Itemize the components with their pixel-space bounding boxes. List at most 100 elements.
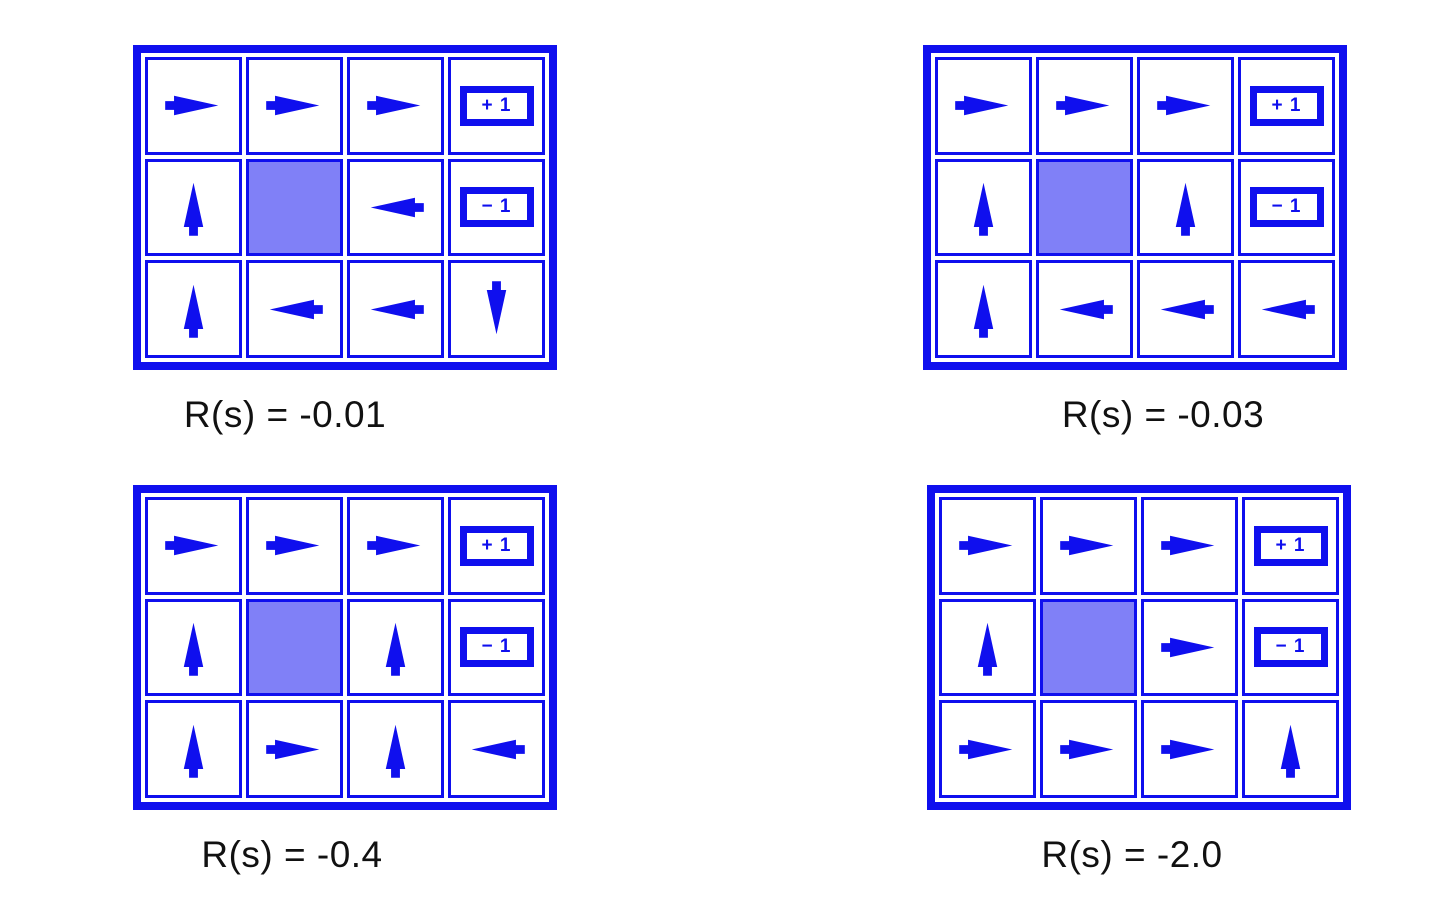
policy-panel-2: + 1 − 1 R(s) = -0.03 [923, 45, 1347, 436]
panel-4-caption: R(s) = -2.0 [1041, 834, 1223, 875]
gridworld-4: + 1 − 1 [927, 485, 1351, 810]
wall-cell [1040, 598, 1137, 697]
policy-panel-4: + 1 − 1 R(s) = -2.0 [927, 485, 1351, 876]
policy-arrow-right [145, 57, 242, 155]
terminal-reward-label: − 1 [1253, 627, 1328, 668]
right-arrow-icon [955, 96, 1009, 116]
up-arrow-icon [385, 622, 406, 676]
gridworld-3: + 1 − 1 [133, 485, 557, 810]
policy-arrow-up [145, 158, 242, 257]
policy-arrow-right [1040, 700, 1137, 798]
right-arrow-icon [266, 739, 320, 759]
wall-cell [246, 158, 343, 257]
terminal-reward-label: − 1 [1249, 187, 1324, 228]
left-arrow-icon [471, 739, 525, 759]
right-arrow-icon [367, 96, 421, 116]
policy-arrow-right [1137, 57, 1234, 155]
policy-arrow-right [1141, 700, 1238, 798]
policy-arrow-right [935, 57, 1032, 155]
policy-arrow-up [939, 598, 1036, 697]
right-arrow-icon [1060, 536, 1114, 556]
terminal-state-minus-one: − 1 [1242, 598, 1339, 697]
policy-arrow-up [1137, 158, 1234, 257]
policy-arrow-left [347, 260, 444, 358]
policy-arrow-right [246, 700, 343, 798]
panel-2-caption: R(s) = -0.03 [1061, 394, 1265, 435]
right-arrow-icon [1161, 536, 1215, 556]
right-arrow-icon [1060, 739, 1114, 759]
terminal-state-minus-one: − 1 [1238, 158, 1335, 257]
terminal-reward-label: + 1 [459, 525, 534, 566]
policy-arrow-right [347, 57, 444, 155]
up-arrow-icon [1175, 182, 1196, 236]
wall-cell [246, 598, 343, 697]
panel-1-caption: R(s) = -0.01 [183, 394, 387, 435]
terminal-state-minus-one: − 1 [448, 158, 545, 257]
terminal-state-plus-one: + 1 [448, 497, 545, 595]
policy-arrow-up [347, 598, 444, 697]
terminal-reward-label: − 1 [459, 627, 534, 668]
right-arrow-icon [165, 96, 219, 116]
left-arrow-icon [1059, 299, 1113, 319]
policy-arrow-right [939, 700, 1036, 798]
gridworld-2: + 1 − 1 [923, 45, 1347, 370]
policy-panel-3: + 1 − 1 R(s) = -0.4 [133, 485, 557, 876]
right-arrow-icon [1161, 637, 1215, 658]
policy-arrow-left [1036, 260, 1133, 358]
policy-arrow-up [1242, 700, 1339, 798]
terminal-reward-label: − 1 [459, 187, 534, 228]
right-arrow-icon [1157, 96, 1211, 116]
terminal-reward-label: + 1 [1249, 85, 1324, 126]
right-arrow-icon [959, 536, 1013, 556]
terminal-reward-label: + 1 [459, 85, 534, 126]
down-arrow-icon [486, 280, 507, 334]
policy-arrow-down [448, 260, 545, 358]
left-arrow-icon [1261, 299, 1315, 319]
up-arrow-icon [183, 284, 204, 338]
policy-arrow-up [935, 158, 1032, 257]
terminal-state-plus-one: + 1 [1242, 497, 1339, 595]
policy-arrow-left [448, 700, 545, 798]
policy-panel-1: + 1 − 1 R(s) = -0.01 [133, 45, 557, 436]
right-arrow-icon [266, 536, 320, 556]
wall-cell [1036, 158, 1133, 257]
up-arrow-icon [1280, 724, 1301, 778]
right-arrow-icon [1056, 96, 1110, 116]
policy-arrow-right [347, 497, 444, 595]
right-arrow-icon [165, 536, 219, 556]
terminal-state-minus-one: − 1 [448, 598, 545, 697]
up-arrow-icon [973, 284, 994, 338]
up-arrow-icon [183, 622, 204, 676]
policy-arrow-left [1137, 260, 1234, 358]
right-arrow-icon [1161, 739, 1215, 759]
up-arrow-icon [183, 182, 204, 236]
terminal-state-plus-one: + 1 [1238, 57, 1335, 155]
left-arrow-icon [269, 299, 323, 319]
panel-3-caption: R(s) = -0.4 [201, 834, 383, 875]
left-arrow-icon [1160, 299, 1214, 319]
policy-arrow-up [347, 700, 444, 798]
gridworld-1: + 1 − 1 [133, 45, 557, 370]
policy-arrow-right [1040, 497, 1137, 595]
policy-arrow-up [935, 260, 1032, 358]
right-arrow-icon [266, 96, 320, 116]
policy-arrow-up [145, 598, 242, 697]
up-arrow-icon [977, 622, 998, 676]
up-arrow-icon [973, 182, 994, 236]
up-arrow-icon [385, 724, 406, 778]
policy-arrow-right [1141, 497, 1238, 595]
policy-arrow-right [939, 497, 1036, 595]
policy-arrow-left [1238, 260, 1335, 358]
left-arrow-icon [370, 299, 424, 319]
policy-arrow-up [145, 700, 242, 798]
policy-arrow-right [1036, 57, 1133, 155]
policy-arrow-left [347, 158, 444, 257]
policy-arrow-up [145, 260, 242, 358]
policy-arrow-right [145, 497, 242, 595]
policy-arrow-right [1141, 598, 1238, 697]
up-arrow-icon [183, 724, 204, 778]
terminal-reward-label: + 1 [1253, 525, 1328, 566]
left-arrow-icon [370, 197, 424, 218]
terminal-state-plus-one: + 1 [448, 57, 545, 155]
